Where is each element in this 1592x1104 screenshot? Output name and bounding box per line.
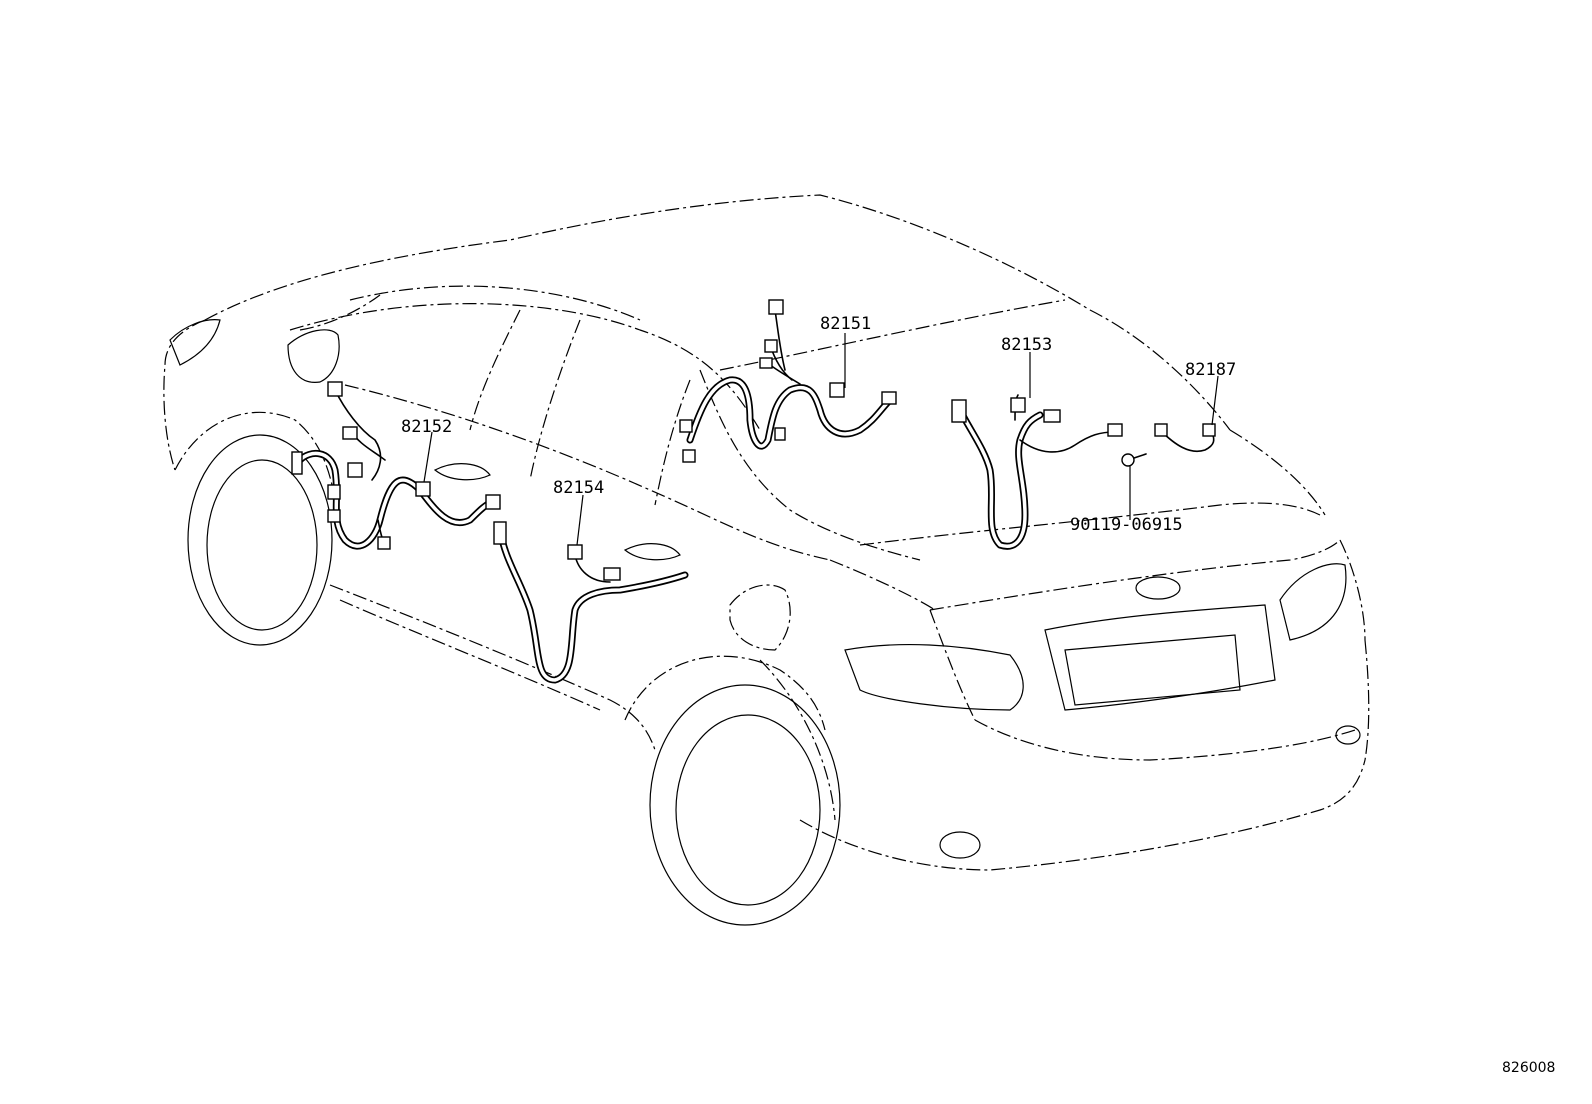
harness-82187 xyxy=(1121,423,1216,467)
callout-82153: 82153 xyxy=(1001,335,1052,355)
car-body-outline xyxy=(163,194,1370,871)
reference-code: 826008 xyxy=(1502,1060,1555,1076)
leader-lines xyxy=(423,333,1219,546)
callout-90119-06915: 90119-06915 xyxy=(1070,515,1183,535)
callout-labels: 82151 82153 82187 82152 82154 90119-0691… xyxy=(401,314,1236,535)
harness-82151 xyxy=(679,299,897,463)
harness-82153 xyxy=(951,394,1123,550)
callout-82152: 82152 xyxy=(401,417,452,437)
rear-wheel xyxy=(624,655,841,926)
front-wheel xyxy=(174,411,336,646)
harness-82152 xyxy=(291,381,501,550)
callout-82187: 82187 xyxy=(1185,360,1236,380)
callout-82151: 82151 xyxy=(820,314,871,334)
rear-details xyxy=(844,563,1361,859)
callout-82154: 82154 xyxy=(553,478,604,498)
bolt-icon xyxy=(1121,453,1147,467)
harness-82154 xyxy=(493,521,689,684)
